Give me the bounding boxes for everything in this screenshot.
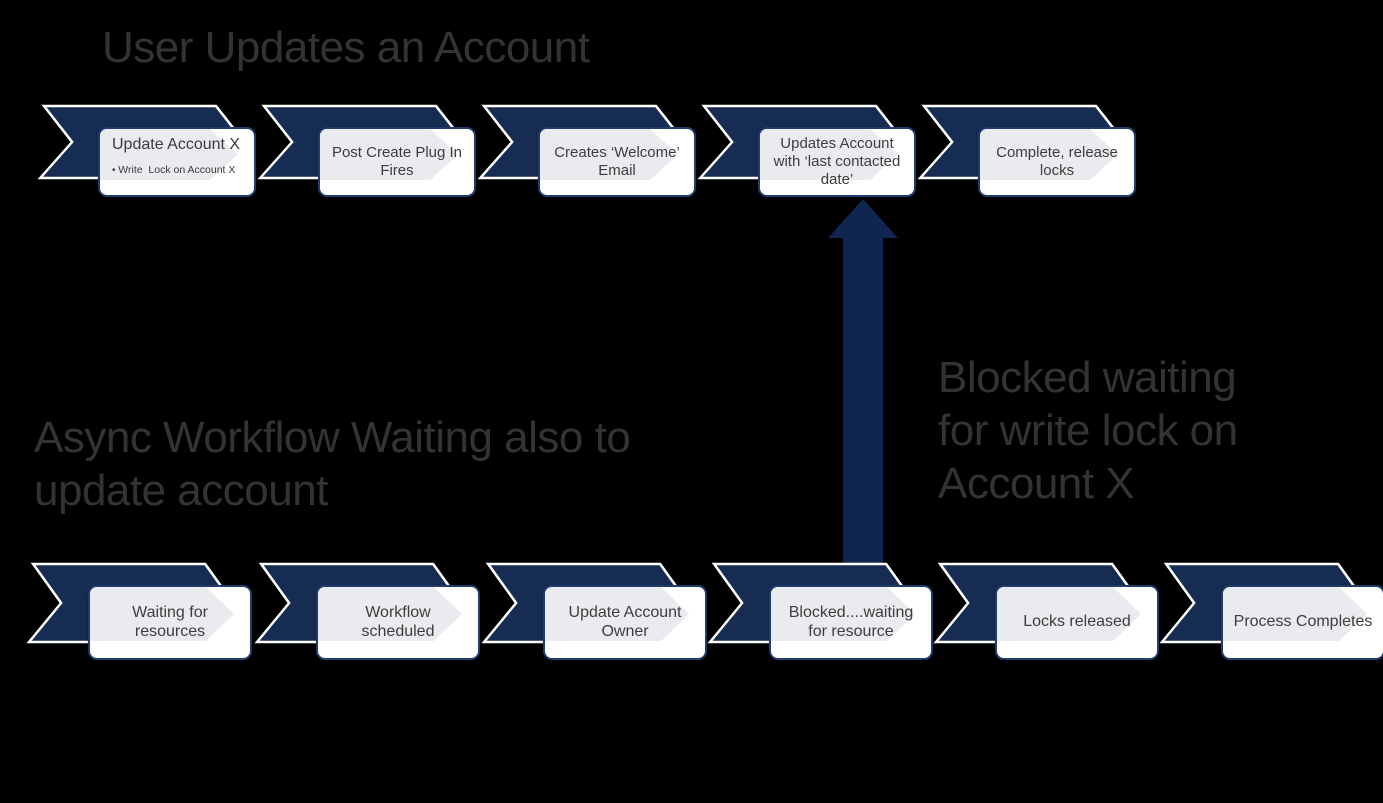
process-step: Update Account Owner	[481, 562, 728, 660]
blocked-annotation: Blocked waiting for write lock on Accoun…	[938, 353, 1238, 508]
card-arrow-shade-icon	[997, 587, 1141, 641]
step-card: Post Create Plug In Fires	[318, 127, 476, 197]
process-step: Workflow scheduled	[254, 562, 501, 660]
card-arrow-shade-icon	[320, 129, 458, 180]
async-flow-title: Async Workflow Waiting also to update ac…	[34, 413, 631, 515]
step-card: Process Completes	[1221, 585, 1383, 660]
step-card-label: Updates Account with ‘last contacted dat…	[773, 135, 901, 188]
step-card-label: Post Create Plug In Fires	[331, 144, 463, 179]
step-card: Updates Account with ‘last contacted dat…	[758, 127, 916, 197]
card-arrow-shade-icon	[771, 587, 915, 641]
process-step: Creates ‘Welcome’ Email	[477, 104, 724, 197]
process-step: Updates Account with ‘last contacted dat…	[697, 104, 944, 197]
card-arrow-shade-icon	[90, 587, 234, 641]
step-card-bullet: Write Lock on Account X	[112, 164, 235, 177]
step-card: Blocked....waiting for resource	[769, 585, 933, 660]
step-card: Update Account Owner	[543, 585, 707, 660]
step-card-label: Complete, release locks	[996, 144, 1118, 179]
card-arrow-shade-icon	[1223, 587, 1367, 641]
step-card: Update Account X Write Lock on Account X	[98, 127, 256, 197]
step-card-title: Update Account X	[112, 136, 241, 153]
process-step: Update Account X Write Lock on Account X	[37, 104, 284, 197]
step-card: Creates ‘Welcome’ Email	[538, 127, 696, 197]
process-step: Process Completes	[1159, 562, 1383, 660]
step-card-label: Workflow scheduled	[361, 603, 435, 640]
step-card-label: Process Completes	[1233, 613, 1373, 631]
step-card: Workflow scheduled	[316, 585, 480, 660]
step-card-label: Locks released	[1023, 613, 1131, 631]
process-step: Waiting for resources	[26, 562, 273, 660]
step-card-label: Waiting for resources	[132, 603, 208, 640]
process-step: Complete, release locks	[917, 104, 1164, 197]
card-arrow-shade-icon	[545, 587, 689, 641]
step-card: Complete, release locks	[978, 127, 1136, 197]
card-arrow-shade-icon	[540, 129, 678, 180]
step-card: Waiting for resources	[88, 585, 252, 660]
process-step: Blocked....waiting for resource	[707, 562, 954, 660]
card-arrow-shade-icon	[318, 587, 462, 641]
step-card-label: Update Account Owner	[568, 603, 682, 640]
blocking-up-arrow-icon	[826, 199, 900, 570]
step-card-label: Blocked....waiting for resource	[788, 603, 914, 640]
step-card-label: Creates ‘Welcome’ Email	[554, 144, 680, 179]
step-card: Locks released	[995, 585, 1159, 660]
card-arrow-shade-icon	[760, 129, 898, 180]
card-arrow-shade-icon	[980, 129, 1118, 180]
top-flow-title: User Updates an Account	[102, 23, 590, 72]
process-step: Post Create Plug In Fires	[257, 104, 504, 197]
process-step: Locks released	[933, 562, 1180, 660]
